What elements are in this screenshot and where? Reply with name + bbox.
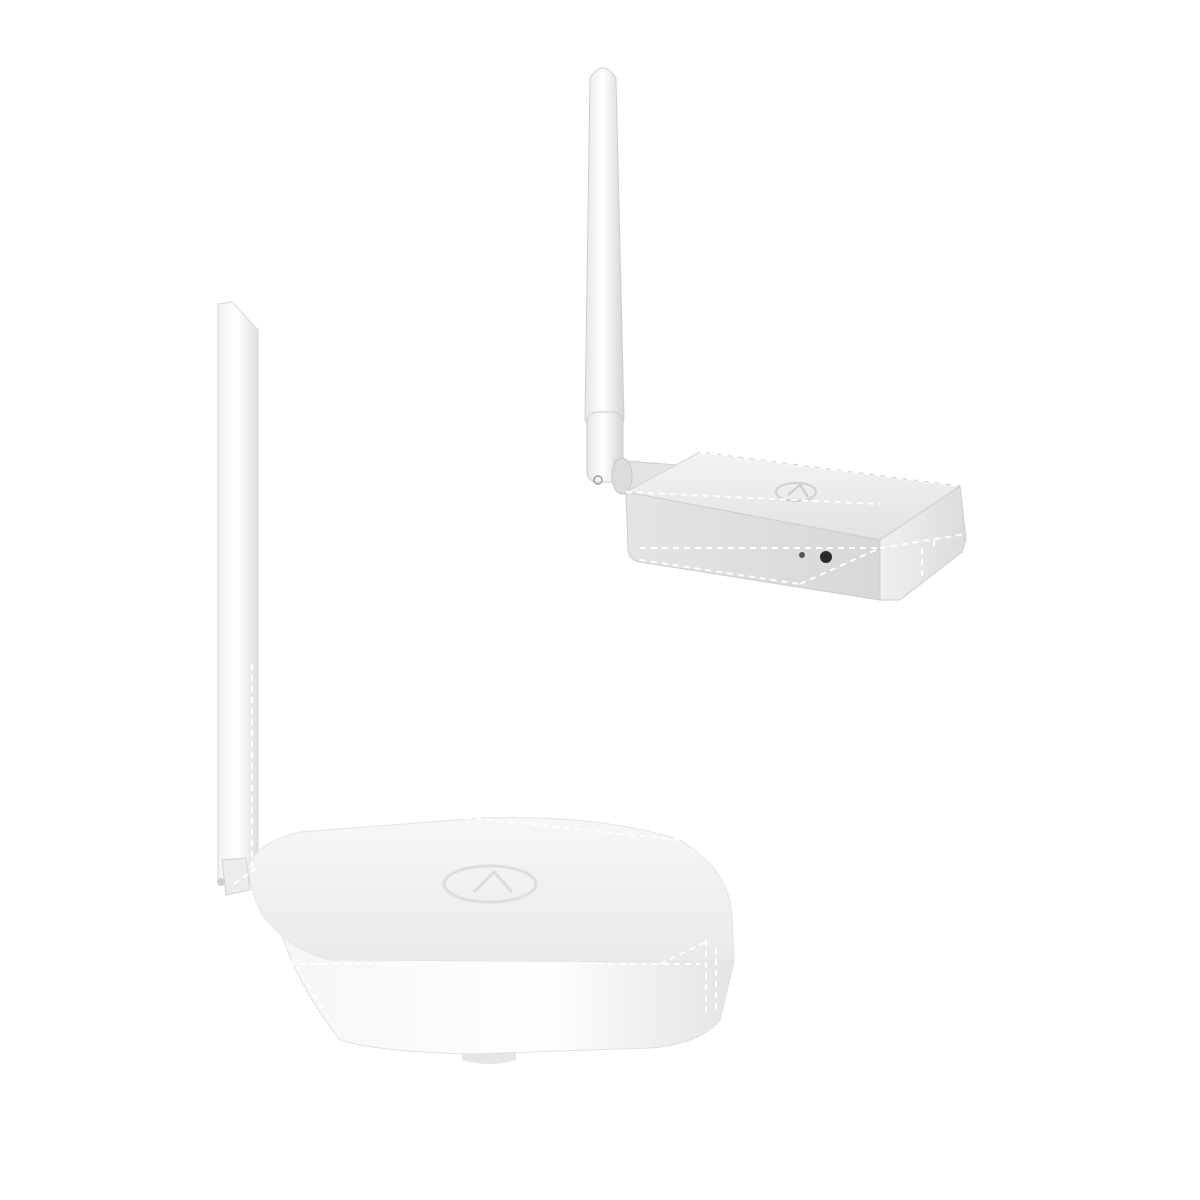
dimension-lines xyxy=(233,664,717,1047)
brand-logo-icon xyxy=(442,864,538,904)
large-antenna xyxy=(217,301,259,896)
dimension-lines xyxy=(625,451,967,585)
large-router-body xyxy=(233,664,735,1064)
reset-button-icon xyxy=(820,551,832,563)
indicator-led-icon xyxy=(799,552,805,558)
small-gateway-body xyxy=(624,451,967,601)
